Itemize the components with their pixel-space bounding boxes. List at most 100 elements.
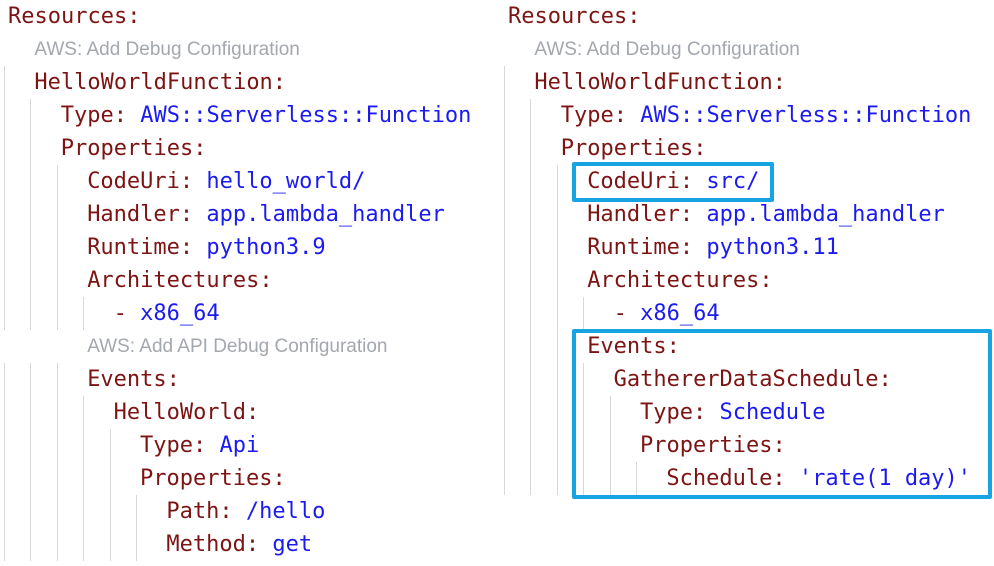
indent-guide — [609, 429, 611, 462]
yaml-key: Handler: — [587, 202, 694, 227]
codelens-action[interactable]: AWS: Add Debug Configuration — [500, 33, 994, 66]
yaml-key: Properties: — [60, 136, 207, 161]
yaml-value: get — [259, 532, 313, 557]
yaml-key: Schedule: — [666, 466, 786, 491]
indent-guide — [4, 363, 5, 396]
codelens-action[interactable]: AWS: Add API Debug Configuration — [0, 330, 497, 363]
yaml-value: python3.9 — [193, 235, 326, 260]
code-line: Properties: — [0, 132, 497, 165]
indent-guide — [504, 297, 505, 330]
yaml-key: Events: — [87, 367, 180, 392]
code-line: Architectures: — [500, 264, 994, 297]
indent-guide — [56, 363, 58, 396]
yaml-key: Method: — [166, 532, 260, 557]
indent-guide — [56, 396, 58, 429]
code-line-text: Type: AWS::Serverless::Function — [0, 99, 472, 132]
code-line-text: HelloWorldFunction: — [0, 66, 286, 99]
indent-guide — [609, 396, 611, 429]
yaml-value: Schedule — [706, 400, 826, 425]
indent-guide — [504, 66, 505, 99]
yaml-key: Handler: — [87, 202, 194, 227]
yaml-key: CodeUri: — [587, 169, 694, 194]
yaml-value: /hello — [232, 499, 326, 524]
code-line-text: Properties: — [500, 132, 707, 165]
indent-guide — [556, 396, 558, 429]
indent-guide — [4, 99, 5, 132]
yaml-key: Architectures: — [587, 268, 773, 293]
indent-guide — [504, 198, 505, 231]
yaml-value: AWS::Serverless::Function — [627, 103, 972, 128]
codelens-action[interactable]: AWS: Add Debug Configuration — [0, 33, 497, 66]
indent-guide — [504, 330, 505, 363]
indent-guide — [4, 297, 5, 330]
yaml-value: src/ — [693, 169, 760, 194]
indent-guide — [83, 297, 85, 330]
code-line: Runtime: python3.9 — [0, 231, 497, 264]
yaml-key: Resources: — [508, 4, 641, 29]
code-line: Method: get — [0, 528, 497, 561]
indent-guide — [556, 165, 558, 198]
code-line: Path: /hello — [0, 495, 497, 528]
indent-guide — [136, 528, 137, 561]
indent-guide — [530, 231, 532, 264]
code-line-text: HelloWorld: — [0, 396, 260, 429]
code-line: Type: AWS::Serverless::Function — [0, 99, 497, 132]
code-line: CodeUri: hello_world/ — [0, 165, 497, 198]
indent-guide — [583, 297, 585, 330]
indent-guide — [530, 429, 532, 462]
yaml-value: app.lambda_handler — [693, 202, 945, 227]
code-line-text: Method: get — [0, 528, 312, 561]
indent-guide — [56, 429, 58, 462]
code-line: Runtime: python3.11 — [500, 231, 994, 264]
code-line-text: Events: — [0, 363, 180, 396]
indent-guide — [4, 132, 5, 165]
code-line: Resources: — [500, 0, 994, 33]
indent-guide — [504, 132, 505, 165]
codelens-label[interactable]: AWS: Add Debug Configuration — [34, 39, 300, 60]
indent-guide — [83, 528, 85, 561]
codelens-label[interactable]: AWS: Add Debug Configuration — [534, 39, 800, 60]
indent-guide — [4, 231, 5, 264]
code-line: Type: Schedule — [500, 396, 994, 429]
indent-guide — [30, 462, 32, 495]
indent-guide — [56, 198, 58, 231]
code-line-text: Type: Schedule — [500, 396, 825, 429]
code-line: Type: AWS::Serverless::Function — [500, 99, 994, 132]
code-line-text: - x86_64 — [0, 297, 220, 330]
indent-guide — [504, 231, 505, 264]
code-line-text: Resources: — [0, 0, 140, 33]
indent-guide — [30, 396, 32, 429]
indent-guide — [556, 429, 558, 462]
indent-guide — [583, 363, 585, 396]
indent-guide — [30, 198, 32, 231]
yaml-key: Path: — [166, 499, 233, 524]
indent-guide — [556, 264, 558, 297]
indent-guide — [30, 429, 32, 462]
indent-guide — [30, 495, 32, 528]
indent-guide — [530, 462, 532, 495]
code-line-text: Properties: — [0, 462, 286, 495]
code-line: Events: — [500, 330, 994, 363]
code-line: Schedule: 'rate(1 day)' — [500, 462, 994, 495]
indent-guide — [504, 99, 505, 132]
yaml-key: HelloWorld: — [113, 400, 260, 425]
code-line: - x86_64 — [0, 297, 497, 330]
indent-guide — [4, 165, 5, 198]
indent-guide — [109, 495, 111, 528]
indent-guide — [4, 528, 5, 561]
code-line: HelloWorld: — [0, 396, 497, 429]
code-line-text: CodeUri: hello_world/ — [0, 165, 365, 198]
indent-guide — [83, 462, 85, 495]
yaml-key: Events: — [587, 334, 680, 359]
code-line-text: Schedule: 'rate(1 day)' — [500, 462, 971, 495]
indent-guide — [504, 363, 505, 396]
code-line: - x86_64 — [500, 297, 994, 330]
indent-guide — [504, 462, 505, 495]
indent-guide — [30, 132, 32, 165]
indent-guide — [4, 66, 5, 99]
indent-guide — [30, 165, 32, 198]
codelens-label[interactable]: AWS: Add API Debug Configuration — [87, 336, 388, 357]
code-line-text: Type: Api — [0, 429, 259, 462]
